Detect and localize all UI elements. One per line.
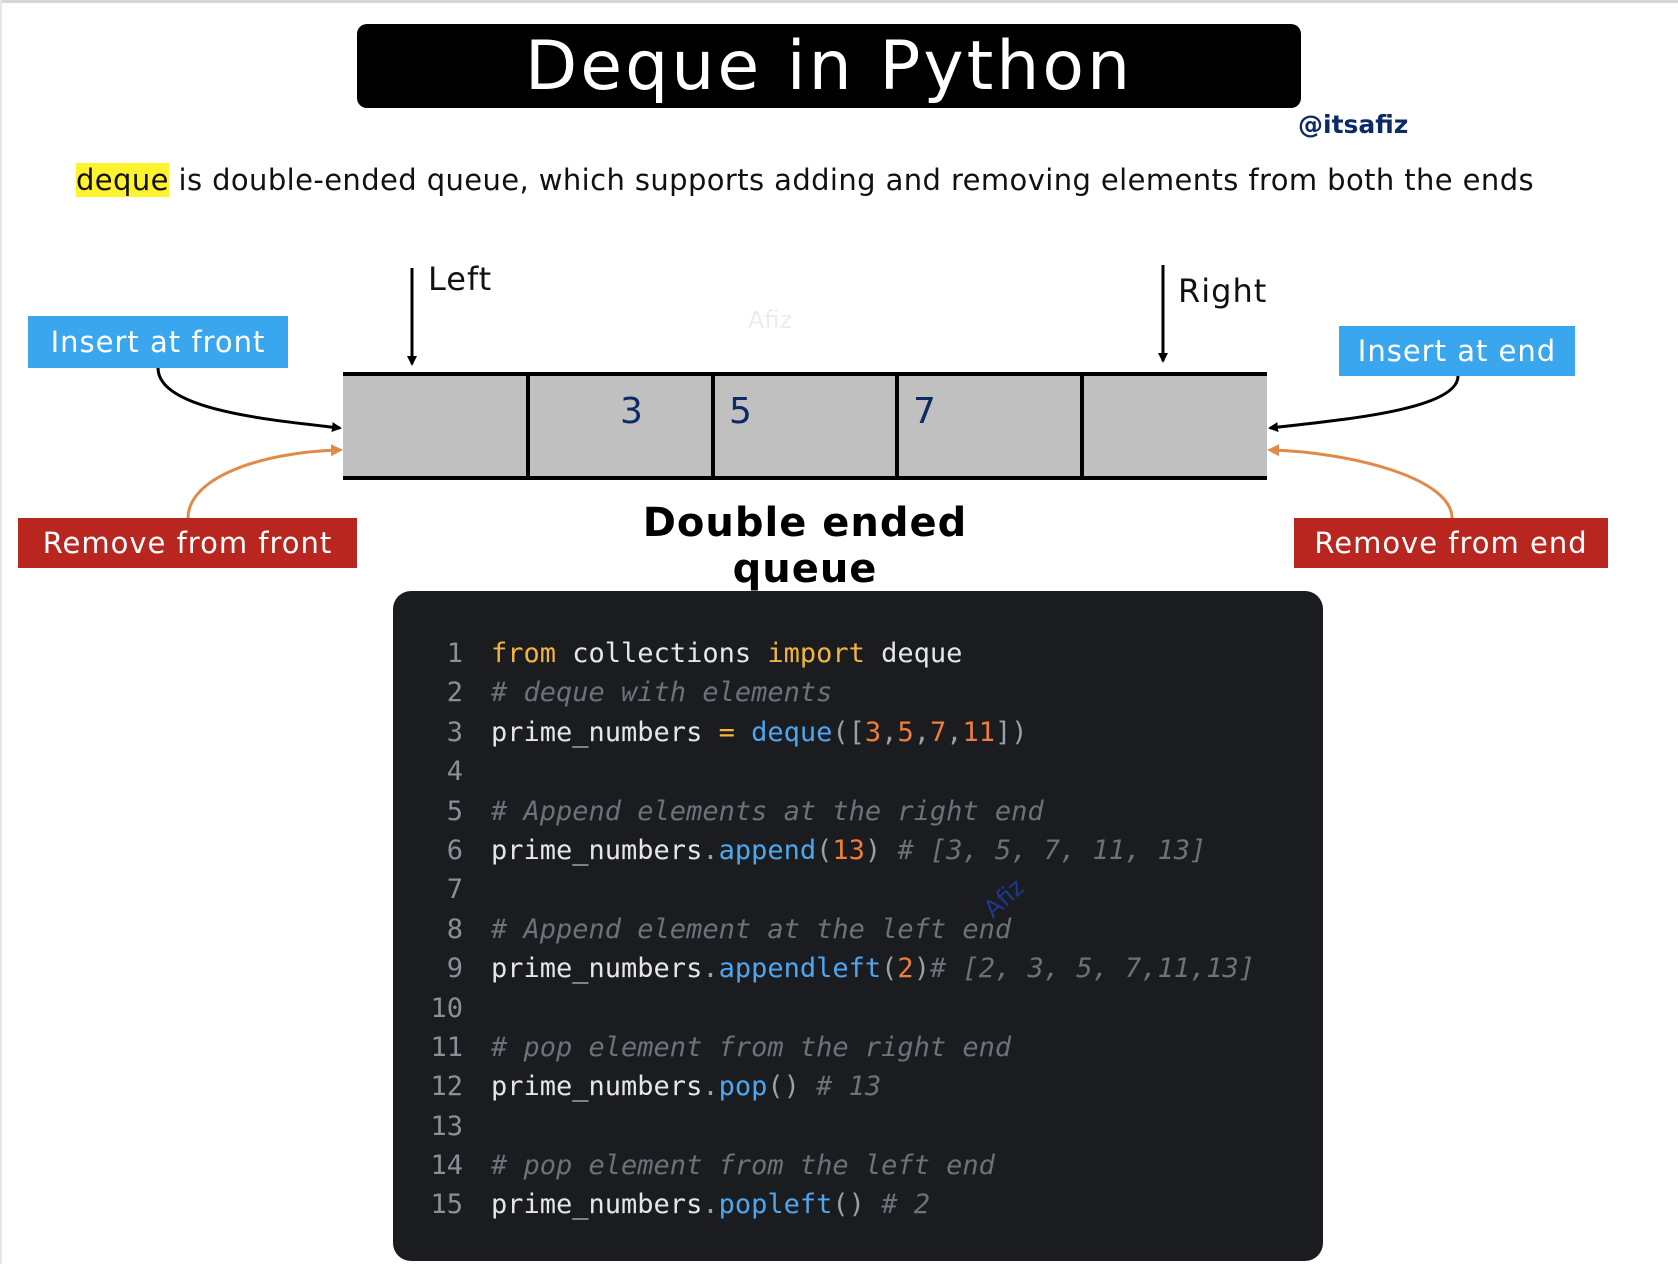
remove-front-arrow bbox=[186, 444, 343, 519]
code-text: prime_numbers.pop() # 13 bbox=[491, 1071, 882, 1103]
queue-body bbox=[343, 374, 1267, 478]
insert-end-label: Insert at end bbox=[1357, 334, 1557, 368]
line-number: 12 bbox=[430, 1071, 463, 1103]
code-text: # pop element from the right end bbox=[491, 1031, 1012, 1063]
left-border bbox=[0, 0, 2, 1264]
code-text: prime_numbers = deque([3,5,7,11]) bbox=[491, 716, 1028, 748]
watermark: Afiz bbox=[748, 306, 792, 334]
left-label: Left bbox=[428, 260, 493, 298]
remove-front-label: Remove from front bbox=[42, 526, 333, 560]
code-block: 1 from collections import deque 2 # deque … bbox=[393, 591, 1323, 1261]
code-text: prime_numbers.append(13) # [3, 5, 7, 11,… bbox=[491, 834, 1207, 866]
code-line: 13 bbox=[393, 1107, 1323, 1146]
line-number: 1 bbox=[446, 638, 463, 669]
insert-front-arrow bbox=[156, 367, 342, 433]
line-number: 7 bbox=[446, 874, 463, 906]
description-text: is double-ended queue, which supports ad… bbox=[168, 163, 1535, 197]
code-line: 9 prime_numbers.appendleft(2)# [2, 3, 5, … bbox=[393, 949, 1323, 988]
code-line: 8 # Append element at the left end bbox=[393, 910, 1323, 949]
cell-value: 5 bbox=[729, 391, 752, 432]
code-line: 5 # Append elements at the right end bbox=[393, 792, 1323, 831]
cell-value: 7 bbox=[913, 391, 936, 432]
right-label: Right bbox=[1178, 272, 1268, 310]
author-handle: @itsafiz bbox=[1298, 110, 1409, 139]
line-number: 2 bbox=[446, 677, 463, 709]
line-number: 3 bbox=[446, 716, 463, 748]
insert-end-box: Insert at end bbox=[1339, 326, 1575, 376]
line-number: 15 bbox=[430, 1189, 463, 1221]
remove-end-arrow bbox=[1267, 444, 1454, 519]
diagram-caption: Double ended queue bbox=[642, 500, 968, 592]
remove-end-box: Remove from end bbox=[1294, 518, 1608, 568]
code-line: 12 prime_numbers.pop() # 13 bbox=[393, 1067, 1323, 1106]
code-text: # deque with elements bbox=[491, 677, 833, 709]
line-number: 5 bbox=[446, 795, 463, 827]
line-number: 13 bbox=[430, 1110, 463, 1142]
code-line: 1 from collections import deque bbox=[393, 634, 1323, 673]
line-number: 9 bbox=[446, 953, 463, 985]
code-line: 3 prime_numbers = deque([3,5,7,11]) bbox=[393, 713, 1323, 752]
line-number: 6 bbox=[446, 834, 463, 866]
code-text: from collections import deque bbox=[491, 638, 963, 669]
title-banner: Deque in Python bbox=[357, 24, 1301, 108]
code-text: prime_numbers.popleft() # 2 bbox=[491, 1189, 930, 1221]
page-title: Deque in Python bbox=[524, 26, 1134, 106]
remove-front-box: Remove from front bbox=[18, 518, 357, 568]
remove-end-label: Remove from end bbox=[1314, 526, 1588, 560]
code-text: # Append elements at the right end bbox=[491, 795, 1044, 827]
line-number: 8 bbox=[446, 913, 463, 945]
code-text: # pop element from the left end bbox=[491, 1150, 995, 1182]
line-number: 11 bbox=[430, 1031, 463, 1063]
deque-diagram: 3 5 7 Afiz bbox=[156, 265, 1460, 519]
code-line: 6 prime_numbers.append(13) # [3, 5, 7, 11… bbox=[393, 831, 1323, 870]
code-lines: 1 from collections import deque 2 # deque … bbox=[393, 634, 1323, 1225]
code-text: prime_numbers.appendleft(2)# [2, 3, 5, 7… bbox=[491, 953, 1256, 985]
line-number: 10 bbox=[430, 992, 463, 1024]
line-number: 4 bbox=[446, 756, 463, 788]
code-line: 11 # pop element from the right end bbox=[393, 1028, 1323, 1067]
insert-end-arrow bbox=[1268, 375, 1460, 433]
top-border bbox=[0, 0, 1678, 3]
code-line: 15 prime_numbers.popleft() # 2 bbox=[393, 1185, 1323, 1224]
description-highlight: deque bbox=[76, 163, 169, 197]
cell-value: 3 bbox=[620, 391, 643, 432]
description: deque is double-ended queue, which suppo… bbox=[76, 163, 1534, 197]
code-line: 2 # deque with elements bbox=[393, 673, 1323, 712]
code-line: 4 bbox=[393, 752, 1323, 791]
code-text: # Append element at the left end bbox=[491, 913, 1012, 945]
code-watermark-layer: Afiz bbox=[978, 873, 1030, 923]
line-number: 14 bbox=[430, 1150, 463, 1182]
code-line: 14 # pop element from the left end bbox=[393, 1146, 1323, 1185]
insert-front-box: Insert at front bbox=[28, 316, 288, 368]
code-watermark: Afiz bbox=[978, 873, 1030, 923]
code-line: 10 bbox=[393, 989, 1323, 1028]
code-line: 7 bbox=[393, 870, 1323, 909]
insert-front-label: Insert at front bbox=[50, 325, 266, 359]
